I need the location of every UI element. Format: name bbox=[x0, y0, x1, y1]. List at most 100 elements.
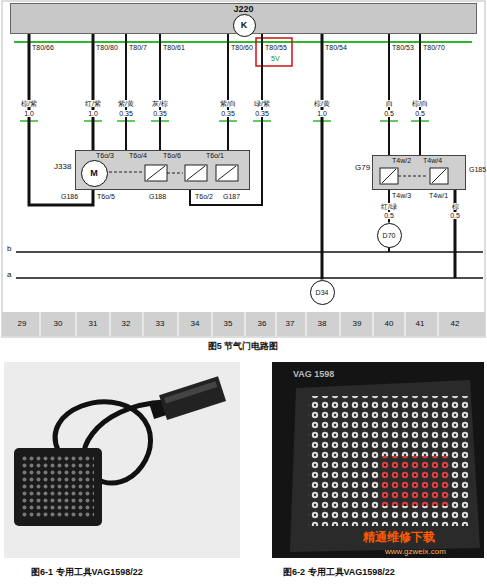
bus-label: b bbox=[6, 245, 12, 253]
wire bbox=[419, 34, 421, 155]
column-number: 32 bbox=[121, 320, 132, 328]
wire-label: 棕 bbox=[451, 203, 460, 210]
wire-label: 0.35 bbox=[152, 110, 168, 117]
column-ticks bbox=[40, 312, 438, 336]
wire-label: 0.35 bbox=[254, 110, 270, 117]
component-label: G79 bbox=[355, 164, 370, 172]
wire-label: 灰/棕 bbox=[151, 100, 169, 107]
pin-label: T6o/1 bbox=[205, 152, 225, 159]
column-number: 39 bbox=[352, 320, 363, 328]
wire-label: 0.35 bbox=[118, 110, 134, 117]
column-number: 41 bbox=[415, 320, 426, 328]
pin-label: T80/80 bbox=[95, 44, 119, 51]
component-label: J220 bbox=[11, 5, 476, 14]
column-number: 34 bbox=[190, 320, 201, 328]
watermark: 精通维修下载 bbox=[362, 531, 436, 543]
column-number: 38 bbox=[317, 320, 328, 328]
ground-point: D70 bbox=[377, 223, 402, 248]
pin-label: T4w/2 bbox=[391, 157, 412, 164]
wire-label: 红/紫 bbox=[84, 100, 102, 107]
breakout-box bbox=[14, 448, 102, 526]
panel-frame bbox=[2, 1, 485, 337]
wire bbox=[388, 34, 390, 155]
pin-line bbox=[14, 41, 472, 43]
throttle-fill bbox=[75, 150, 250, 190]
column-number: 35 bbox=[223, 320, 234, 328]
pin-label: T6o/4 bbox=[128, 152, 148, 159]
figure-caption: 图5 节气门电路图 bbox=[207, 342, 280, 351]
pedal-sensor-unit: G79G185 bbox=[372, 155, 466, 190]
sensor-symbols bbox=[104, 165, 238, 181]
figure-caption: 图6-2 专用工具VAG1598/22 bbox=[282, 568, 396, 577]
socket-panel bbox=[290, 380, 480, 552]
pin-label: T6o/5 bbox=[96, 193, 116, 200]
pin-label: T80/61 bbox=[162, 44, 186, 51]
column-number: 37 bbox=[285, 320, 296, 328]
wire bbox=[190, 34, 262, 205]
pin-label: G186 bbox=[60, 193, 79, 200]
wire bbox=[321, 34, 324, 280]
pin-label: G187 bbox=[222, 193, 241, 200]
bus-label: a bbox=[6, 271, 12, 279]
photo-background bbox=[4, 362, 240, 558]
watermark: www.gzweix.com bbox=[384, 548, 447, 556]
ecu-symbol: K bbox=[233, 14, 256, 37]
wire-label: 紫/白 bbox=[219, 100, 237, 107]
column-number: 36 bbox=[257, 320, 268, 328]
ground-point: D34 bbox=[310, 280, 335, 305]
wire-label: 0.5 bbox=[449, 212, 461, 219]
pin-label: T4w/1 bbox=[428, 192, 449, 199]
pin-label: T80/55 bbox=[264, 44, 288, 51]
wire-marks bbox=[20, 120, 429, 122]
column-number: 29 bbox=[17, 320, 28, 328]
connector bbox=[148, 376, 226, 424]
wire bbox=[227, 34, 229, 150]
wire-label: 0.35 bbox=[220, 110, 236, 117]
voltage-label: 5V bbox=[270, 55, 281, 62]
socket-grid bbox=[308, 396, 468, 526]
figure-caption: 图6-1 专用工具VAG1598/22 bbox=[30, 568, 144, 577]
tool-marking: VAG 1598 bbox=[292, 370, 335, 379]
pin-label: T80/54 bbox=[324, 44, 348, 51]
pedal-fill bbox=[372, 155, 466, 190]
photo-background bbox=[272, 362, 484, 558]
wire bbox=[159, 34, 161, 150]
wire-label: 白 bbox=[385, 100, 394, 107]
wire bbox=[125, 34, 127, 150]
column-number: 42 bbox=[450, 320, 461, 328]
pin-label: T80/53 bbox=[391, 44, 415, 51]
socket-grid bbox=[22, 456, 94, 518]
wire-label: 棕/紫 bbox=[20, 100, 38, 107]
wire-label: 1.0 bbox=[316, 110, 328, 117]
wire-label: 棕/白 bbox=[411, 100, 429, 107]
column-number: 30 bbox=[53, 320, 64, 328]
socket-grid-red bbox=[378, 456, 448, 506]
column-number: 33 bbox=[155, 320, 166, 328]
pin-label: T80/70 bbox=[422, 44, 446, 51]
pin-label: T4w/4 bbox=[422, 157, 443, 164]
ecu-bar: J220K bbox=[10, 3, 477, 34]
bus-b bbox=[16, 251, 483, 253]
column-number: 31 bbox=[88, 320, 99, 328]
symbol-label: D70 bbox=[378, 232, 401, 239]
wire-label: 1.0 bbox=[87, 110, 99, 117]
pin-label: T80/7 bbox=[128, 44, 148, 51]
wire-label: 0.5 bbox=[383, 212, 395, 219]
symbol-label: M bbox=[82, 169, 107, 178]
pin-label: T80/60 bbox=[230, 44, 254, 51]
wire-label: 0.5 bbox=[383, 110, 395, 117]
pin-label: T80/66 bbox=[31, 44, 55, 51]
pin-label: T6o/3 bbox=[95, 152, 115, 159]
column-number: 40 bbox=[384, 320, 395, 328]
motor-symbol: M bbox=[81, 160, 108, 187]
pin-label: T6o/6 bbox=[162, 152, 182, 159]
symbol-label: D34 bbox=[311, 289, 334, 296]
wire-label: 1.0 bbox=[23, 110, 35, 117]
bus-a bbox=[16, 277, 483, 279]
component-label: J338 bbox=[54, 163, 71, 171]
wire-label: 0.5 bbox=[414, 110, 426, 117]
component-label: G185 bbox=[469, 166, 486, 173]
wire-label: 紫/黄 bbox=[117, 100, 135, 107]
